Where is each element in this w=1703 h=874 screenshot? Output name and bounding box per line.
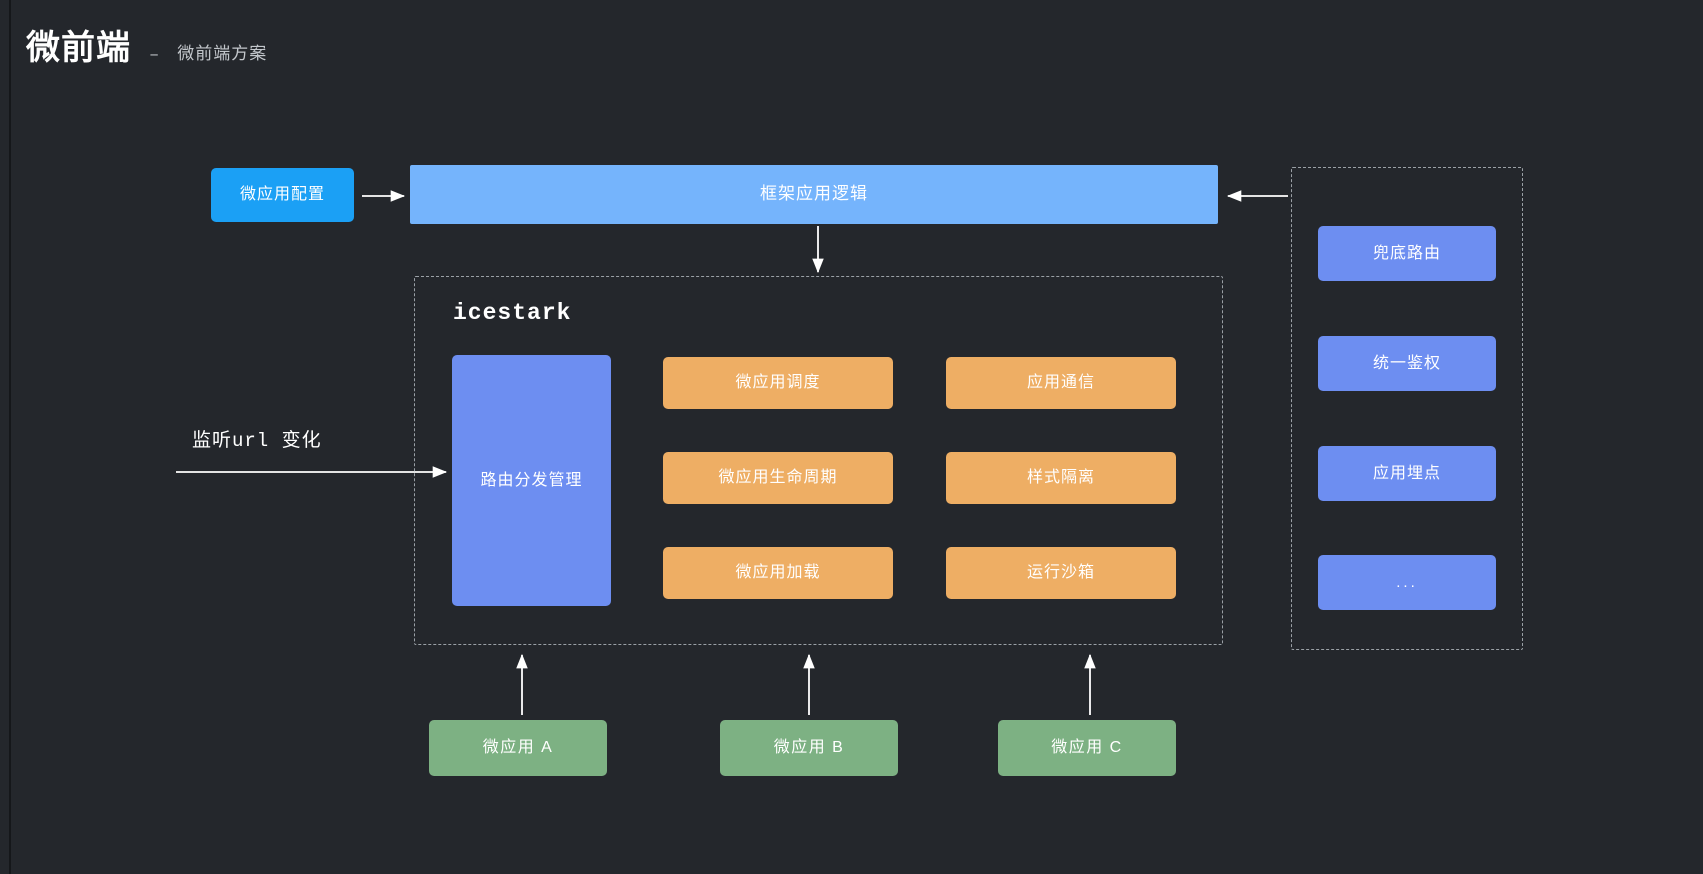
icestark-label: icestark [453, 300, 572, 326]
micro-app-a[interactable]: 微应用 A [429, 720, 607, 776]
icestark-container: icestark [414, 276, 1223, 645]
page-subtitle: 微前端方案 [177, 44, 268, 63]
framework-logic-banner[interactable]: 框架应用逻辑 [410, 165, 1218, 224]
title-separator-dash: – [149, 46, 160, 65]
feature-box-style-isolation[interactable]: 样式隔离 [946, 452, 1176, 504]
feature-box-communication[interactable]: 应用通信 [946, 357, 1176, 409]
feature-box-lifecycle[interactable]: 微应用生命周期 [663, 452, 893, 504]
left-edge-gutter [0, 0, 11, 874]
capability-app-tracking[interactable]: 应用埋点 [1318, 446, 1496, 501]
url-listen-annotation: 监听url 变化 [192, 430, 322, 452]
capability-more-ellipsis[interactable]: ... [1318, 555, 1496, 610]
capabilities-container [1291, 167, 1523, 650]
capability-unified-auth[interactable]: 统一鉴权 [1318, 336, 1496, 391]
micro-app-c[interactable]: 微应用 C [998, 720, 1176, 776]
feature-box-loading[interactable]: 微应用加载 [663, 547, 893, 599]
capability-fallback-route[interactable]: 兜底路由 [1318, 226, 1496, 281]
route-dispatch-box[interactable]: 路由分发管理 [452, 355, 611, 606]
feature-box-scheduling[interactable]: 微应用调度 [663, 357, 893, 409]
micro-app-b[interactable]: 微应用 B [720, 720, 898, 776]
micro-app-config-box[interactable]: 微应用配置 [211, 168, 354, 222]
slide-header: 微前端 – 微前端方案 [26, 20, 267, 69]
feature-box-sandbox[interactable]: 运行沙箱 [946, 547, 1176, 599]
page-title: 微前端 [26, 29, 131, 67]
